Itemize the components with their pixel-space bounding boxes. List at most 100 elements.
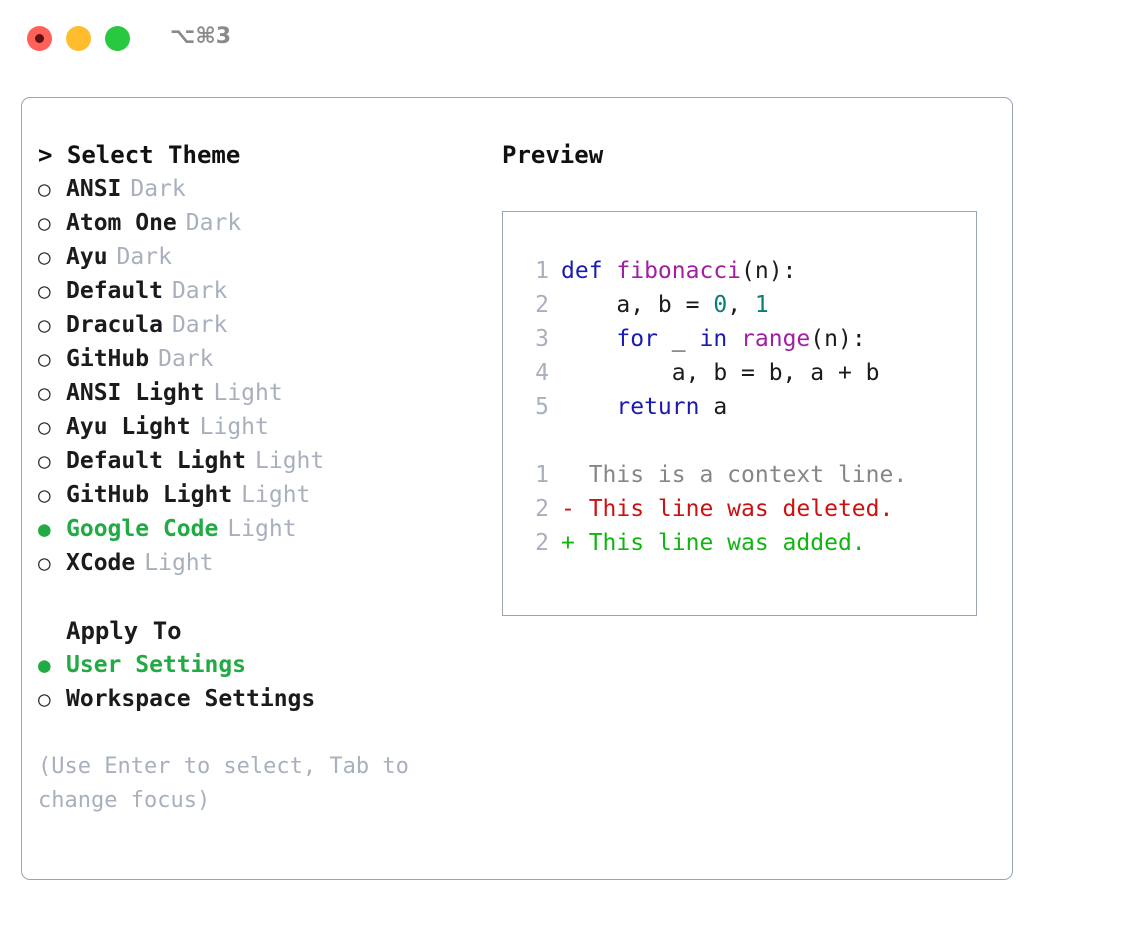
theme-option-ayu[interactable]: ○ Ayu Dark (38, 240, 488, 274)
code-token-kw: def (561, 258, 617, 284)
radio-unselected-icon: ○ (38, 279, 51, 303)
theme-option-label: Ayu Light (66, 414, 191, 440)
theme-option-kind: Light (255, 448, 325, 474)
radio-selected-icon: ● (38, 653, 51, 677)
close-button[interactable] (27, 26, 52, 51)
minimize-button[interactable] (66, 26, 91, 51)
theme-option-kind: Dark (130, 176, 186, 202)
radio-unselected-icon: ○ (38, 211, 51, 235)
apply-to-heading: Apply To (66, 617, 182, 645)
theme-option-label: XCode (66, 550, 136, 576)
code-token-pl: (n): (741, 258, 797, 284)
code-token-num: 0 (713, 292, 728, 318)
theme-option-label: Ayu (66, 244, 108, 270)
code-token-pl: (n): (810, 326, 866, 352)
code-token-fn: fibonacci (616, 258, 742, 284)
theme-option-label: Default Light (66, 448, 247, 474)
theme-option-ayu-light[interactable]: ○ Ayu Light Light (38, 410, 488, 444)
code-token-fn: range (741, 326, 811, 352)
theme-option-atom-one[interactable]: ○ Atom One Dark (38, 206, 488, 240)
keyboard-hint-text: (Use Enter to select, Tab to change focu… (38, 754, 423, 813)
apply-to-option-label: Workspace Settings (66, 686, 316, 712)
maximize-button[interactable] (105, 26, 130, 51)
code-token-pl: _ (657, 326, 700, 352)
radio-unselected-icon: ○ (38, 177, 51, 201)
theme-option-label: ANSI Light (66, 380, 205, 406)
diff-line-ctx: 1 This is a context line. (503, 458, 976, 492)
theme-option-kind: Dark (171, 312, 228, 338)
theme-option-label: Dracula (66, 312, 163, 338)
code-token-kw: for (616, 326, 658, 352)
apply-to-option-user-settings[interactable]: ● User Settings (38, 648, 488, 682)
diff-line-del: 2- This line was deleted. (503, 492, 976, 526)
keyboard-shortcut-label: ⌥⌘3 (170, 24, 232, 49)
code-text: return a (561, 390, 727, 424)
line-number: 2 (535, 292, 549, 318)
code-token-kw: return (616, 394, 700, 420)
theme-option-kind: Light (213, 380, 283, 406)
line-number: 5 (535, 394, 549, 420)
code-token-kw: in (699, 326, 728, 352)
traffic-lights (27, 26, 130, 51)
code-token-pl (561, 326, 616, 352)
code-token-pl: , (727, 292, 755, 318)
preview-heading: Preview (502, 141, 604, 169)
code-line: 2 a, b = 0, 1 (503, 288, 976, 322)
radio-unselected-icon: ○ (38, 245, 51, 269)
line-number: 2 (535, 530, 549, 556)
radio-selected-icon: ● (38, 517, 51, 541)
theme-option-kind: Dark (185, 210, 242, 236)
apply-to-list[interactable]: ● User Settings ○ Workspace Settings (38, 648, 488, 716)
radio-unselected-icon: ○ (38, 313, 51, 337)
code-text: a, b = b, a + b (561, 356, 880, 390)
line-number: 1 (535, 462, 549, 488)
select-theme-heading: > Select Theme (38, 141, 241, 169)
apply-to-option-label: User Settings (66, 652, 247, 678)
theme-option-kind: Light (199, 414, 269, 440)
theme-option-ansi-light[interactable]: ○ ANSI Light Light (38, 376, 488, 410)
theme-option-kind: Dark (158, 346, 214, 372)
apply-to-option-workspace-settings[interactable]: ○ Workspace Settings (38, 682, 488, 716)
recording-indicator-icon (35, 34, 44, 43)
diff-text: This is a context line. (561, 462, 908, 488)
theme-option-kind: Dark (116, 244, 172, 270)
code-token-pl: a (699, 394, 728, 420)
radio-unselected-icon: ○ (38, 483, 51, 507)
radio-unselected-icon: ○ (38, 381, 51, 405)
code-line: 4 a, b = b, a + b (503, 356, 976, 390)
radio-unselected-icon: ○ (38, 687, 51, 711)
code-token-pl (727, 326, 741, 352)
code-token-num: 1 (754, 292, 769, 318)
theme-option-dracula[interactable]: ○ Dracula Dark (38, 308, 488, 342)
radio-unselected-icon: ○ (38, 415, 51, 439)
radio-unselected-icon: ○ (38, 551, 51, 575)
code-text: a, b = 0, 1 (561, 288, 769, 322)
line-number: 4 (535, 360, 549, 386)
theme-option-kind: Dark (171, 278, 228, 304)
title-bar: ⌥⌘3 (0, 0, 1140, 78)
theme-option-default[interactable]: ○ Default Dark (38, 274, 488, 308)
diff-sample: 1 This is a context line.2- This line wa… (503, 458, 976, 560)
code-spacer (503, 424, 976, 458)
theme-option-label: Google Code (66, 516, 219, 542)
code-line: 3 for _ in range(n): (503, 322, 976, 356)
theme-option-label: Atom One (66, 210, 177, 236)
theme-option-label: Default (66, 278, 163, 304)
spacer (38, 580, 488, 614)
theme-option-label: GitHub Light (66, 482, 233, 508)
diff-line-add: 2 + This line was added. (503, 526, 976, 560)
line-number: 3 (535, 326, 549, 352)
diff-text: + This line was added. (561, 530, 866, 556)
